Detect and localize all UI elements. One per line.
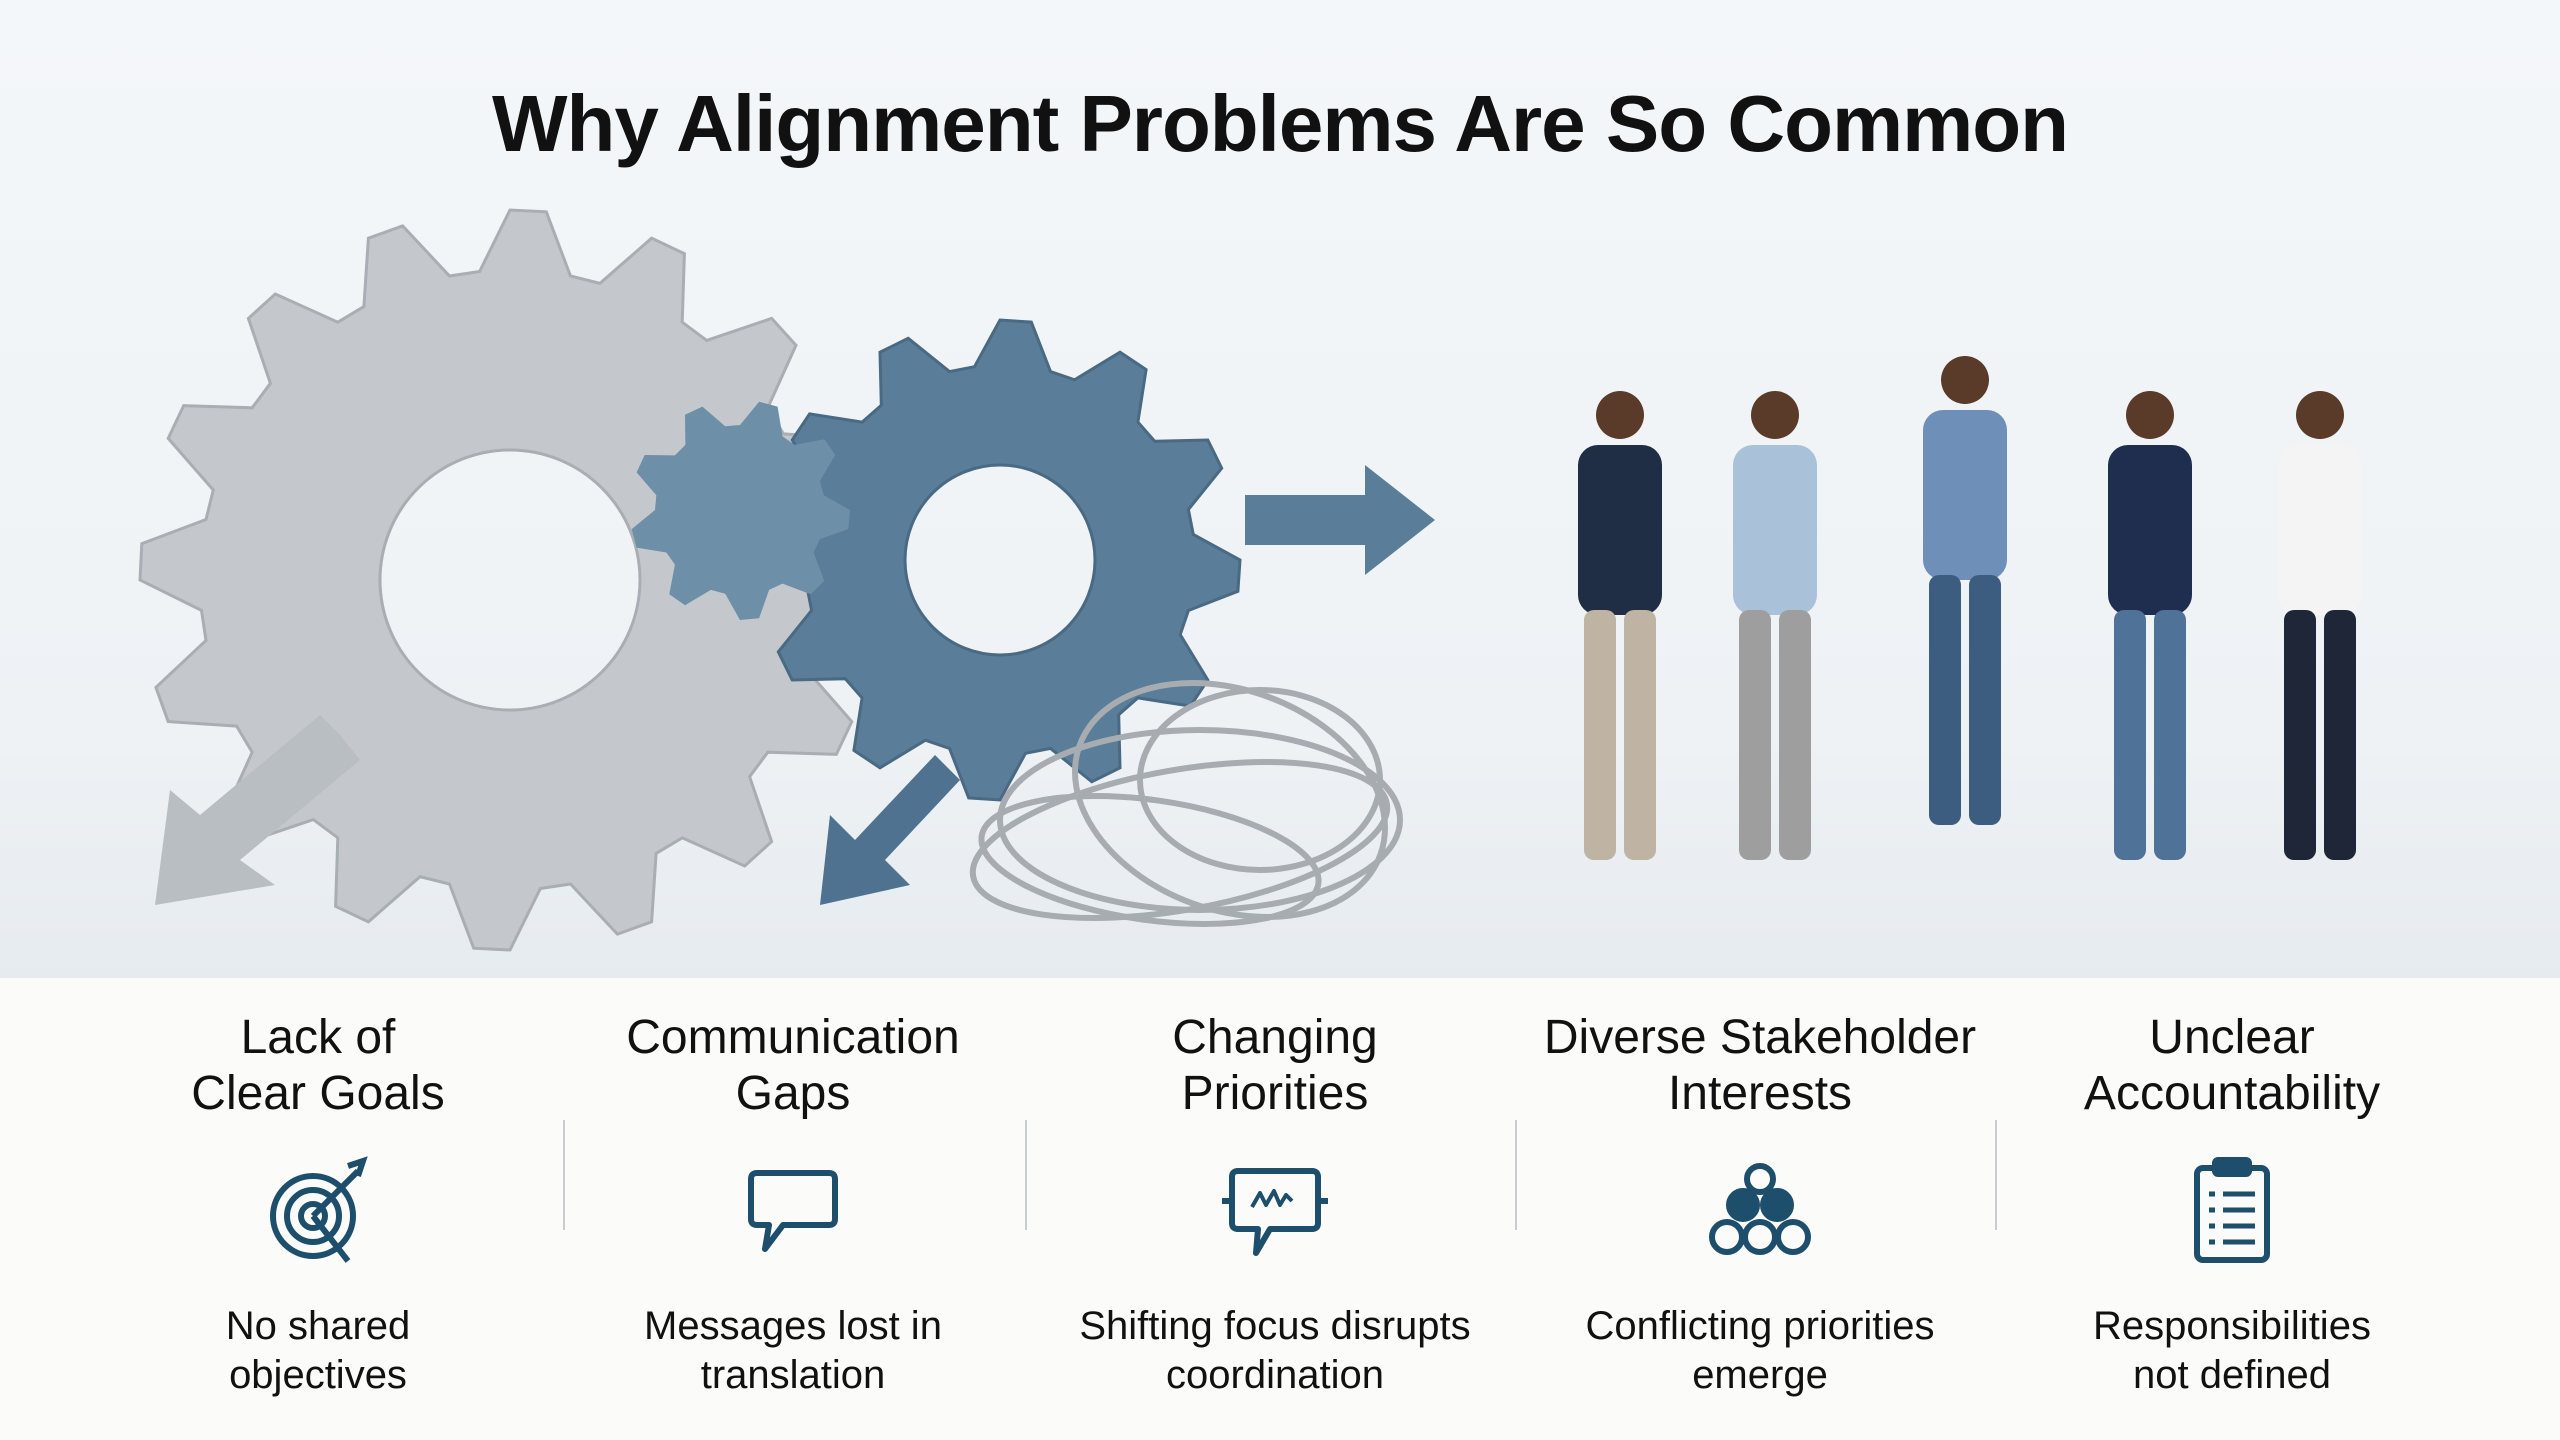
group-circles-icon [1520, 1156, 2000, 1266]
illustration [138, 208, 2362, 952]
cause-heading: Interests [1667, 1067, 1853, 1120]
person-figure [2278, 391, 2362, 860]
person-figure [1923, 356, 2007, 825]
cause-heading: Accountability [2083, 1067, 2381, 1120]
person-figure [1733, 391, 1817, 860]
clipboard-icon [1992, 1156, 2472, 1266]
small-blue-gear-icon [631, 401, 850, 620]
cause-heading: Clear Goals [191, 1067, 445, 1120]
cause-description: emerge [1692, 1353, 1828, 1397]
chat-wave-icon [1035, 1156, 1515, 1266]
divider [563, 1120, 565, 1230]
cause-heading: Lack of [240, 1011, 396, 1064]
cause-description: Shifting focus disrupts [1079, 1304, 1471, 1348]
cause-heading: Changing [1172, 1011, 1378, 1064]
cause-heading: Priorities [1181, 1067, 1369, 1120]
arrow-down-left-blue-icon [820, 755, 960, 905]
cause-description: objectives [229, 1353, 407, 1397]
cause-description: Messages lost in [644, 1304, 942, 1348]
cause-heading: Diverse Stakeholder [1543, 1011, 1977, 1064]
divider [1515, 1120, 1517, 1230]
cause-description: translation [700, 1353, 886, 1397]
target-icon [78, 1156, 558, 1266]
tangled-wires-icon [969, 680, 1403, 927]
causes-panel [0, 978, 2560, 1440]
person-figure [1578, 391, 1662, 860]
page-title: Why Alignment Problems Are So Common [492, 79, 2069, 168]
people-group [1578, 356, 2362, 860]
arrow-down-left-gray-icon [155, 715, 360, 905]
divider [1995, 1120, 1997, 1230]
cause-description: not defined [2133, 1353, 2331, 1397]
cause-description: coordination [1166, 1353, 1384, 1397]
person-figure [2108, 391, 2192, 860]
cause-heading: Communication [626, 1011, 960, 1064]
speech-bubble-icon [553, 1156, 1033, 1266]
arrow-right-icon [1245, 465, 1435, 575]
cause-heading: Unclear [2149, 1011, 2315, 1064]
divider [1025, 1120, 1027, 1230]
cause-description: No shared [225, 1304, 411, 1348]
cause-description: Conflicting priorities [1585, 1304, 1935, 1348]
cause-heading: Gaps [735, 1067, 851, 1120]
cause-description: Responsibilities [2093, 1304, 2371, 1348]
blue-gear-icon [758, 318, 1242, 802]
